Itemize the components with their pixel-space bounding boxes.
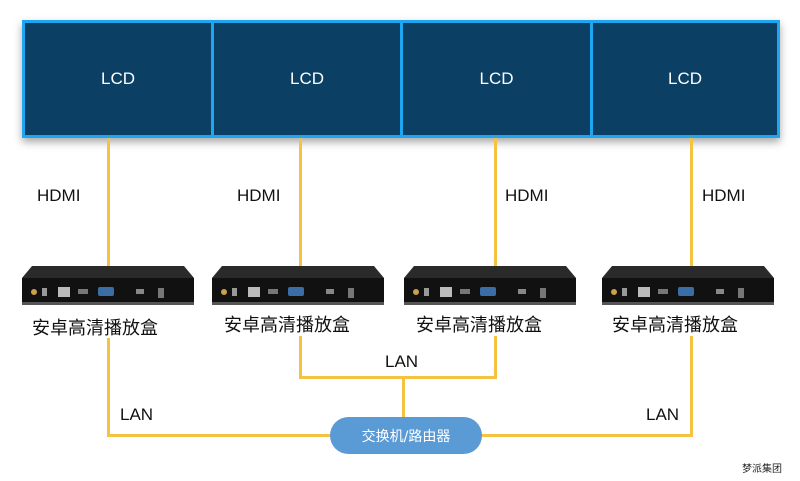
lcd-panel-3: LCD — [400, 20, 593, 138]
lcd-label: LCD — [100, 69, 135, 88]
hdmi-cable-4 — [690, 138, 693, 268]
hdmi-cable-2 — [299, 138, 302, 268]
android-player-box-2 — [212, 266, 384, 305]
lan-label-left: LAN — [120, 405, 154, 424]
lan-cable-4 — [690, 336, 693, 436]
device-label-1: 安卓高清播放盒 — [32, 318, 158, 339]
lan-cable-to-switch — [402, 376, 405, 418]
lcd-label: LCD — [289, 69, 324, 88]
android-player-box-3 — [404, 266, 576, 305]
lan-label-right: LAN — [646, 405, 680, 424]
lcd-panel-2: LCD — [211, 20, 403, 138]
hdmi-cable-3 — [494, 138, 497, 268]
lcd-panel-1: LCD — [22, 20, 214, 138]
lan-cable-middle-horizontal — [299, 376, 497, 379]
lcd-panel-4: LCD — [590, 20, 780, 138]
lan-cable-left-horizontal — [107, 434, 331, 437]
hdmi-label-1: HDMI — [37, 186, 81, 205]
hdmi-label-3: HDMI — [505, 186, 549, 205]
lcd-label: LCD — [479, 69, 514, 88]
android-player-box-1 — [22, 266, 194, 305]
lan-cable-2 — [299, 336, 302, 378]
lan-cable-1 — [107, 338, 110, 436]
switch-router-label: 交换机/路由器 — [361, 428, 451, 445]
device-label-4: 安卓高清播放盒 — [612, 315, 738, 336]
switch-router-node: 交换机/路由器 — [330, 417, 482, 454]
device-label-3: 安卓高清播放盒 — [416, 315, 542, 336]
android-player-box-4 — [602, 266, 774, 305]
hdmi-cable-1 — [107, 138, 110, 268]
lan-label-middle: LAN — [385, 352, 419, 371]
lan-cable-right-horizontal — [481, 434, 693, 437]
brand-caption: 梦派集团 — [742, 464, 782, 475]
hdmi-label-4: HDMI — [702, 186, 746, 205]
device-label-2: 安卓高清播放盒 — [224, 315, 350, 336]
hdmi-label-2: HDMI — [237, 186, 281, 205]
lan-cable-3 — [494, 336, 497, 378]
lcd-label: LCD — [667, 69, 702, 88]
